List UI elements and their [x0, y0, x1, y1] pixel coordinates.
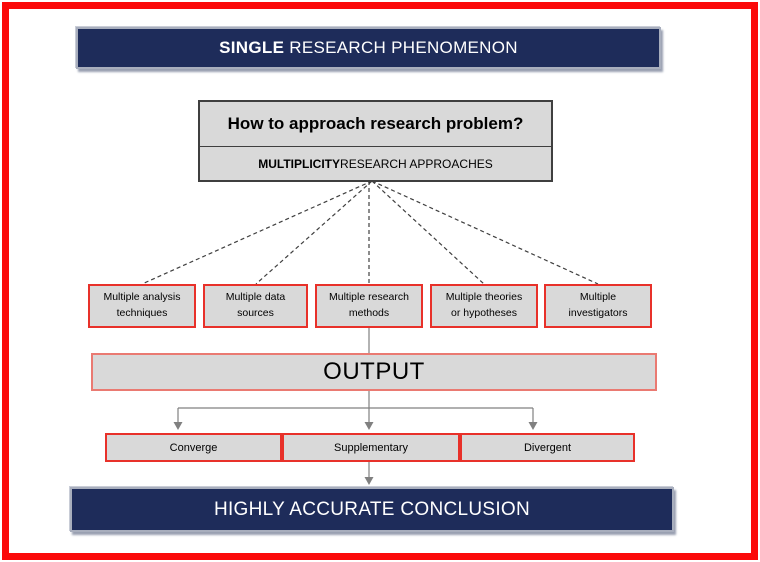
approach-box-investigators: Multiple investigators [544, 284, 652, 328]
result-segment-converge: Converge [105, 433, 282, 462]
branch-arrowheads [173, 422, 538, 430]
approach-label-line1: Multiple analysis [103, 291, 181, 304]
dashed-fan [141, 180, 599, 285]
output-branch-lines [177, 389, 534, 423]
question-title: How to approach research problem? [200, 102, 551, 148]
approach-label-line1: Multiple [579, 291, 617, 304]
top-banner-rest: RESEARCH PHENOMENON [284, 38, 518, 57]
approach-label-line1: Multiple data [225, 291, 286, 304]
question-subtitle-highlight: MULTIPLICITY [258, 156, 341, 171]
top-banner-highlight: SINGLE [219, 38, 285, 57]
approach-box-research-methods: Multiple research methods [315, 284, 423, 328]
approach-label-line1: Multiple theories [445, 291, 523, 304]
approach-label-line1: Multiple research [329, 291, 409, 304]
approach-label-line2: investigators [568, 307, 628, 319]
approach-label-line2: or hypotheses [451, 307, 517, 319]
question-box: How to approach research problem? MULTIP… [198, 100, 553, 182]
approach-box-data-sources: Multiple data sources [203, 284, 308, 328]
approach-box-theories-hypotheses: Multiple theories or hypotheses [430, 284, 538, 328]
approach-label-line2: techniques [116, 307, 168, 319]
output-box: OUTPUT [91, 353, 657, 391]
bottom-banner-conclusion: HIGHLY ACCURATE CONCLUSION [70, 487, 674, 532]
result-segment-supplementary: Supplementary [282, 433, 460, 462]
top-banner-single-research-phenomenon: SINGLE RESEARCH PHENOMENON [76, 27, 661, 69]
result-segment-divergent: Divergent [460, 433, 635, 462]
top-banner-text: SINGLE RESEARCH PHENOMENON [219, 38, 518, 58]
conclusion-arrowhead [364, 477, 374, 485]
approach-box-analysis-techniques: Multiple analysis techniques [88, 284, 196, 328]
question-subtitle-rest: RESEARCH APPROACHES [340, 156, 493, 171]
approach-label-line2: sources [237, 307, 274, 319]
question-subtitle: MULTIPLICITY RESEARCH APPROACHES [200, 147, 551, 180]
approach-label-line2: methods [348, 307, 390, 319]
